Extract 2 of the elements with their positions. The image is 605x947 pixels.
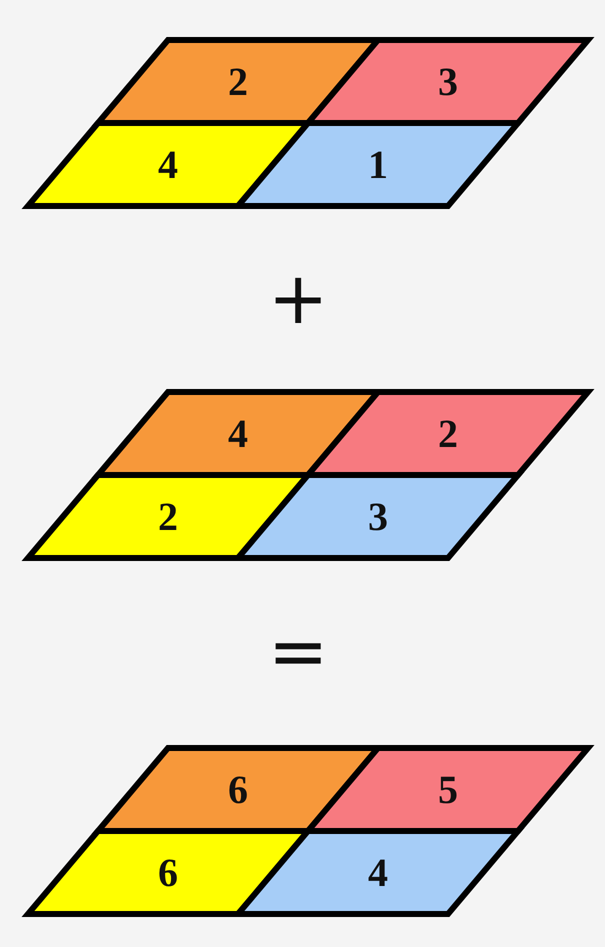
operator-sign: =: [268, 615, 328, 687]
operator-sign: +: [268, 262, 328, 334]
